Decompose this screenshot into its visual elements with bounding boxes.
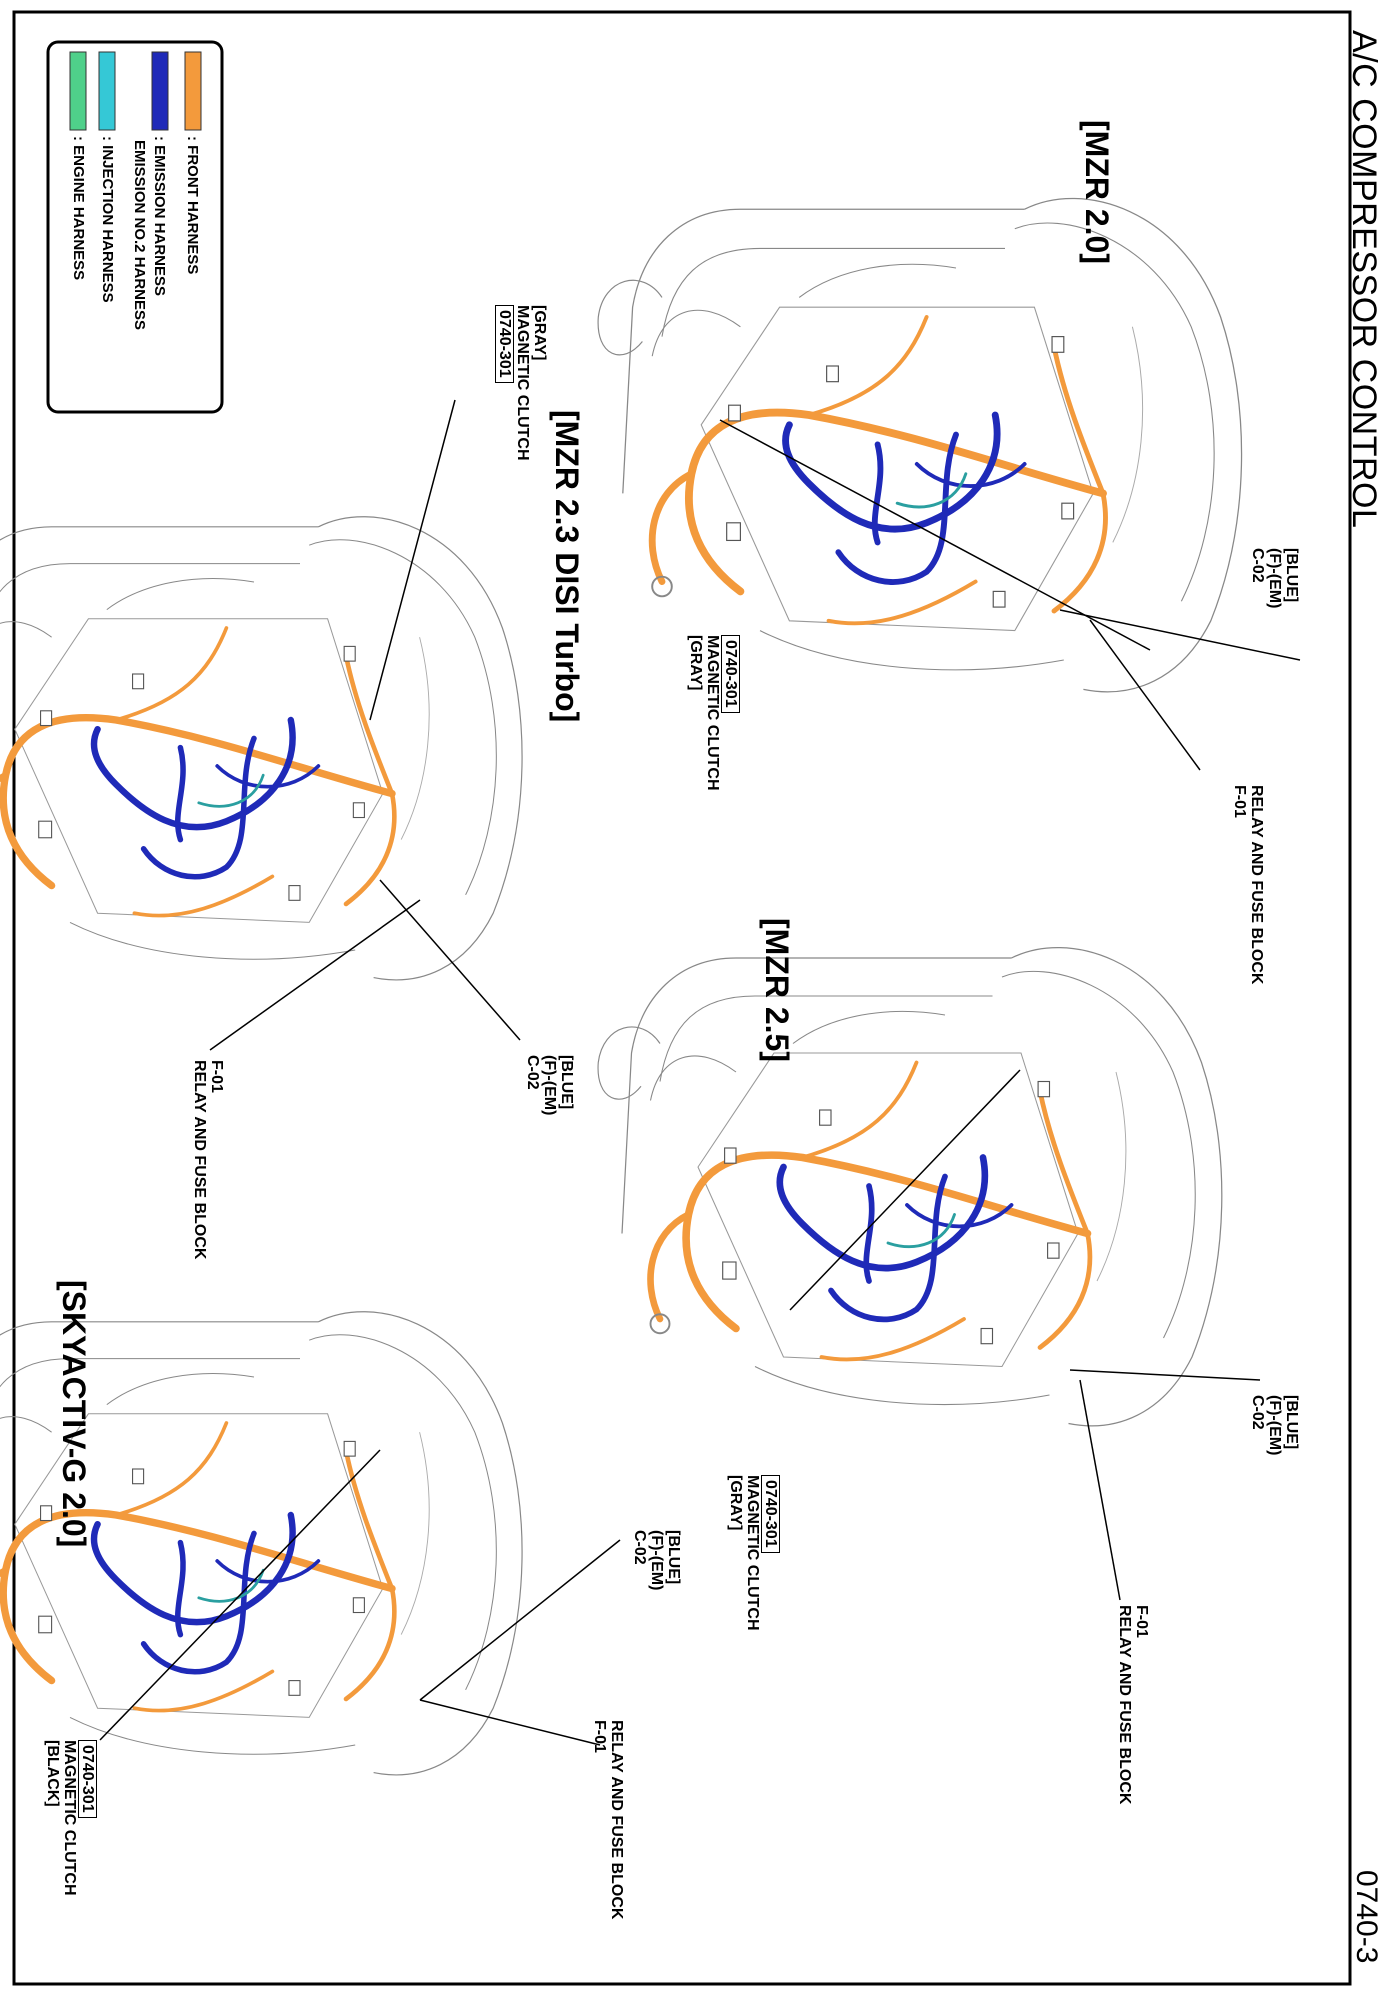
document-number: 0740-3	[1350, 1870, 1383, 1964]
relay-label-mzr-2-0: RELAY AND FUSE BLOCK F-01	[1231, 785, 1265, 985]
legend-label-front-harness: : FRONT HARNESS	[184, 136, 201, 275]
car-diagram-mzr-2-0	[598, 198, 1301, 771]
clutch-label-mzr-2-3: [GRAY] MAGNETIC CLUTCH 0740-301	[495, 305, 548, 461]
connector-label-mzr-2-3: [BLUE] (F)-(EM) C-02	[524, 1055, 575, 1116]
connector-label-skyactiv: [BLUE] (F)-(EM) C-02	[631, 1530, 682, 1591]
legend-swatch-injection-harness	[98, 51, 116, 131]
legend-label-emission-no2-harness: EMISSION NO.2 HARNESS	[131, 140, 148, 331]
section-title-mzr-2-0: [MZR 2.0]	[1079, 120, 1115, 264]
connector-label-mzr-2-0: [BLUE] (F)-(EM) C-02	[1249, 548, 1300, 609]
legend-label-injection-harness: : INJECTION HARNESS	[99, 136, 116, 303]
page-title: A/C COMPRESSOR CONTROL	[1345, 30, 1383, 529]
legend-swatch-emission-harness	[151, 51, 169, 131]
legend-box	[46, 40, 224, 414]
car-diagram-mzr-2-5	[598, 948, 1261, 1601]
clutch-label-skyactiv: 0740-301 MAGNETIC CLUTCH [BLACK]	[44, 1740, 97, 1896]
section-title-mzr-2-5: [MZR 2.5]	[759, 918, 795, 1062]
page-frame	[12, 10, 1352, 1986]
legend-swatch-front-harness	[184, 51, 202, 131]
legend-label-engine-harness: : ENGINE HARNESS	[70, 136, 87, 281]
clutch-label-mzr-2-0: 0740-301 MAGNETIC CLUTCH [GRAY]	[687, 635, 740, 791]
car-diagram-mzr-2-3-disi-turbo	[0, 399, 522, 1051]
legend-swatch-engine-harness	[69, 51, 87, 131]
relay-label-mzr-2-5: F-01 RELAY AND FUSE BLOCK	[1116, 1605, 1150, 1805]
legend-label-emission-harness: : EMISSION HARNESS	[151, 136, 168, 297]
clutch-label-mzr-2-5: 0740-301 MAGNETIC CLUTCH [GRAY]	[727, 1475, 780, 1631]
relay-label-mzr-2-3: F-01 RELAY AND FUSE BLOCK	[191, 1060, 225, 1260]
section-title-skyactiv-g-2-0: [SKYACTIV-G 2.0]	[56, 1280, 92, 1548]
relay-label-skyactiv: RELAY AND FUSE BLOCK F-01	[591, 1720, 625, 1920]
section-title-mzr-2-3-disi-turbo: [MZR 2.3 DISI Turbo]	[549, 410, 585, 723]
connector-label-mzr-2-5: [BLUE] (F)-(EM) C-02	[1249, 1395, 1300, 1456]
car-diagram-skyactiv-g-2-0	[0, 1312, 621, 1775]
